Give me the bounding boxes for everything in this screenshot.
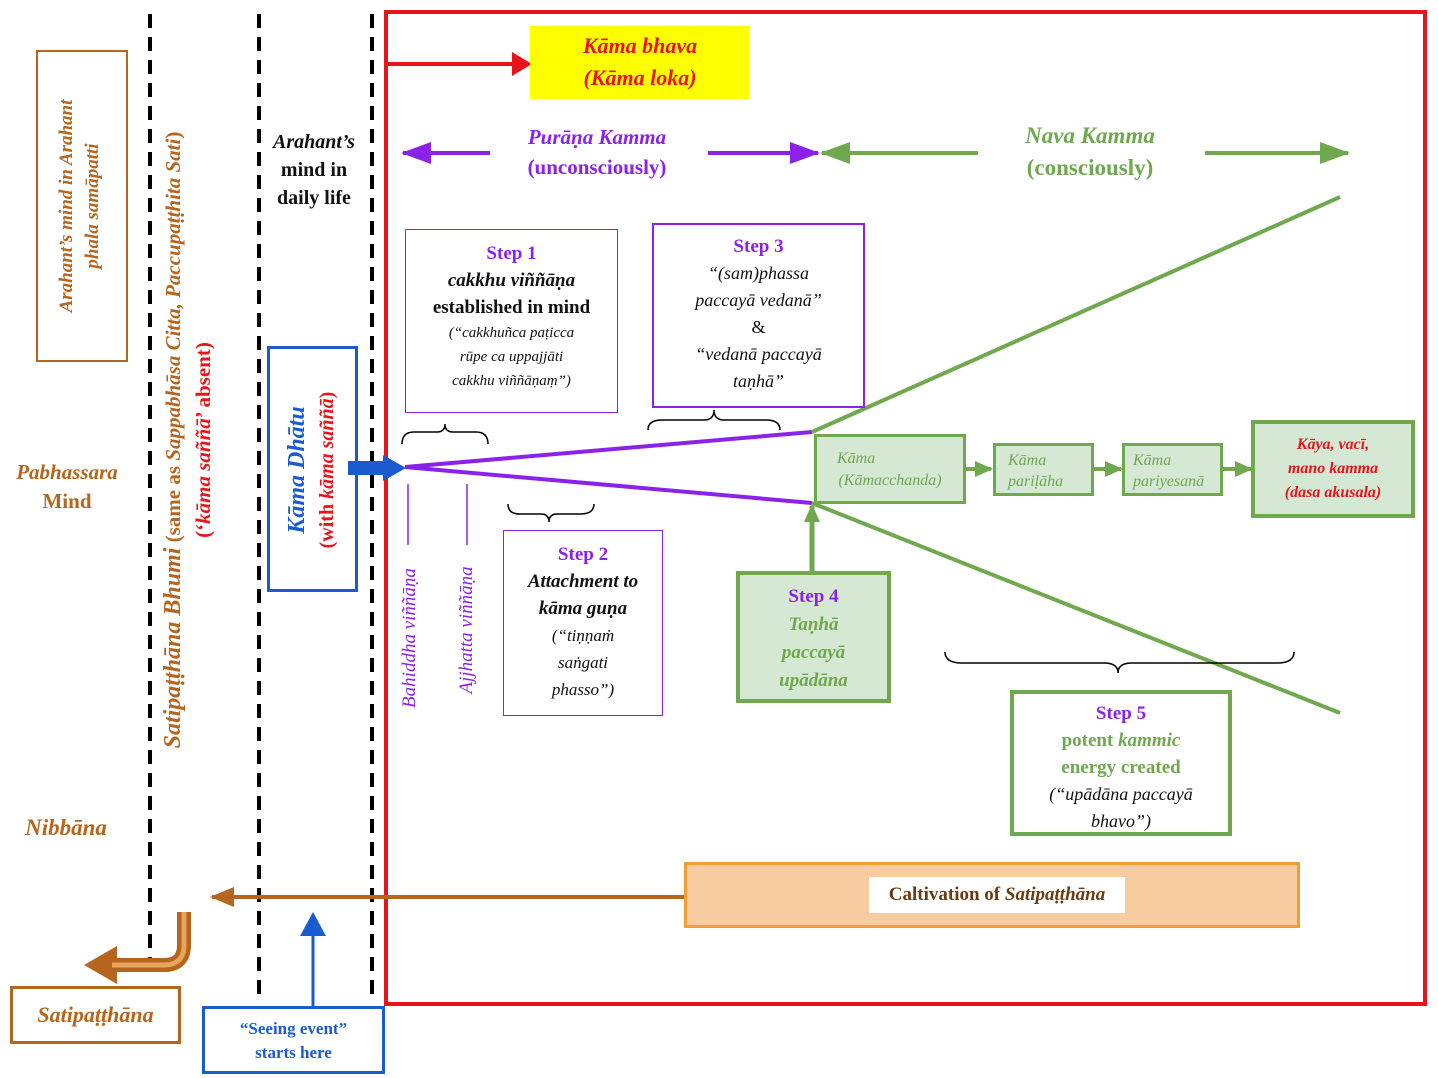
kama-pariyesana-box: Kāma pariyesanā [1122,443,1223,496]
kama-dhatu-label: Kāma Dhātu (with kāma saññā) [284,391,338,549]
cultivation-box: Caltivation of Satipaṭṭhāna [684,862,1300,928]
arahant-daily-life-label: Arahant’s mind in daily life [273,131,355,209]
arahant-phala-label: Arahant’s mind in Arahant phala samāpatt… [56,99,103,313]
brace-step2 [507,503,595,523]
kaya-vaci-mano-kamma-box: Kāya, vacī, mano kamma (dasa akusala) [1251,420,1415,518]
purple-ray-upper [404,430,813,469]
pabhassara-mind-label: Pabhassara Mind [16,460,118,513]
ajjhatta-vinnana-label: Ajjhatta viññāṇa [456,566,477,694]
nibbana-label: Nibbāna [25,815,107,840]
brace-step1 [401,423,489,445]
step5-box: Step 5 potent kammic energy created (“up… [1010,690,1232,836]
green-ray-lower [811,501,1341,715]
step2-box: Step 2 Attachment to kāma guṇa (“tiṇṇaṁ … [503,530,663,716]
kama-dhatu-box [267,346,358,592]
bahiddha-vinnana-label: Bahiddha viññāṇa [399,568,420,708]
purple-ray-lower [404,465,813,505]
kama-parilaha-box: Kāma pariḷāha [993,443,1094,496]
kama-kamacchanda-box: Kāma (Kāmacchanda) [814,434,966,504]
cultivation-label: Caltivation of Satipaṭṭhāna [869,877,1125,913]
kama-bhava-box: Kāma bhava (Kāma loka) [530,26,750,99]
step1-box: Step 1 cakkhu viññāṇa established in min… [405,229,618,413]
purana-kamma-label: Purāṇa Kamma (unconsciously) [527,125,667,179]
brace-step5 [944,651,1295,674]
arahant-phala-box [36,50,128,362]
satipatthana-bhumi-label: Satipaṭṭhāna Bhumi (same as Sappabhāsa C… [160,131,215,749]
seeing-event-box: “Seeing event” starts here [202,1006,385,1074]
green-ray-upper [811,195,1341,434]
step4-box: Step 4 Taṇhā paccayā upādāna [736,571,891,703]
brace-step3 [647,409,781,431]
satipatthana-box: Satipaṭṭhāna [10,986,181,1044]
kama-bhava-frame [384,10,1427,1006]
step3-box: Step 3 “(sam)phassa paccayā vedanā” & “v… [652,223,865,408]
nava-kamma-label: Nava Kamma (consciously) [1025,123,1155,180]
